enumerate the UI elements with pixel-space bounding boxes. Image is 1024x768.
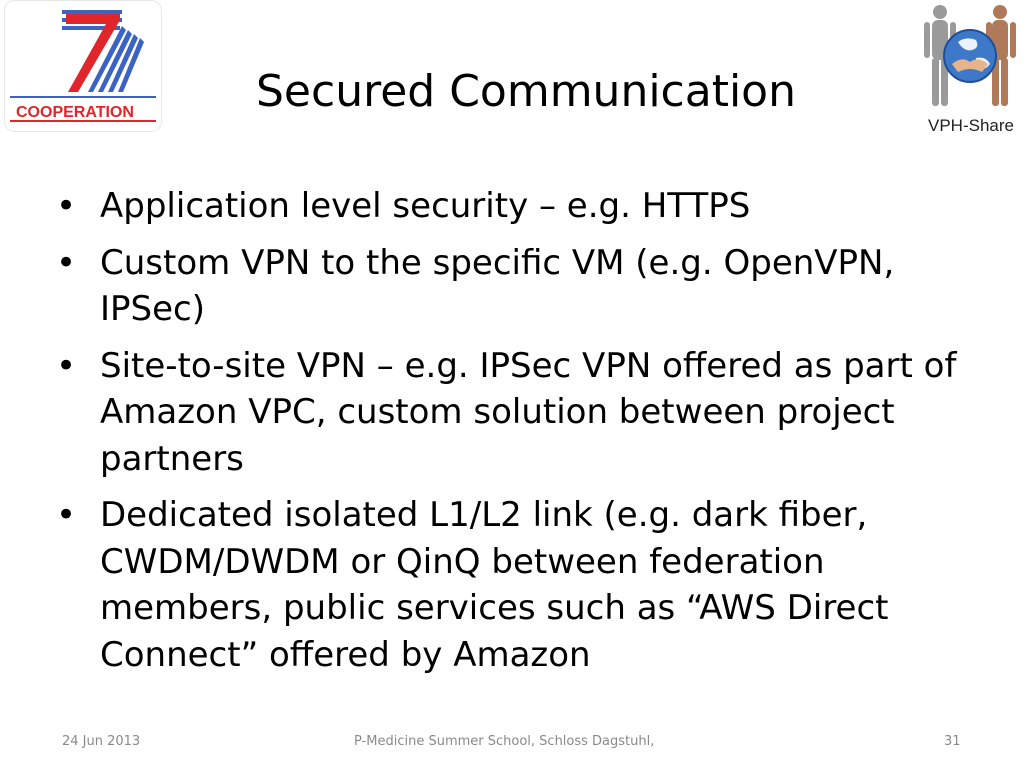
vph-share-logo: VPH-Share <box>918 0 1024 140</box>
bullet-text: Application level security – e.g. HTTPS <box>100 186 751 226</box>
bullet-text: Dedicated isolated L1/L2 link (e.g. dark… <box>100 495 889 675</box>
bullet-item: • Application level security – e.g. HTTP… <box>56 183 986 230</box>
bullet-text: Site-to-site VPN – e.g. IPSec VPN offere… <box>100 345 957 479</box>
footer-date: 24 Jun 2013 <box>62 734 141 749</box>
vph-share-logo-text: VPH-Share <box>928 116 1014 135</box>
bullet-dot-icon: • <box>56 345 77 386</box>
bullet-item: • Dedicated isolated L1/L2 link (e.g. da… <box>56 492 986 678</box>
footer-text: P-Medicine Summer School, Schloss Dagstu… <box>354 734 655 749</box>
slide-title: Secured Communication <box>256 66 796 117</box>
bullet-item: • Site-to-site VPN – e.g. IPSec VPN offe… <box>56 343 986 483</box>
bullet-text: Custom VPN to the specific VM (e.g. Open… <box>100 242 895 330</box>
bullet-dot-icon: • <box>56 186 77 226</box>
bullet-dot-icon: • <box>56 495 77 535</box>
page-number: 31 <box>944 734 961 749</box>
bullet-dot-icon: • <box>56 242 77 283</box>
fp7-cooperation-logo-text: COOPERATION <box>16 104 134 121</box>
fp7-cooperation-logo: COOPERATION <box>4 0 162 132</box>
bullet-item: • Custom VPN to the specific VM (e.g. Op… <box>56 240 986 333</box>
bullet-list: • Application level security – e.g. HTTP… <box>56 183 986 688</box>
